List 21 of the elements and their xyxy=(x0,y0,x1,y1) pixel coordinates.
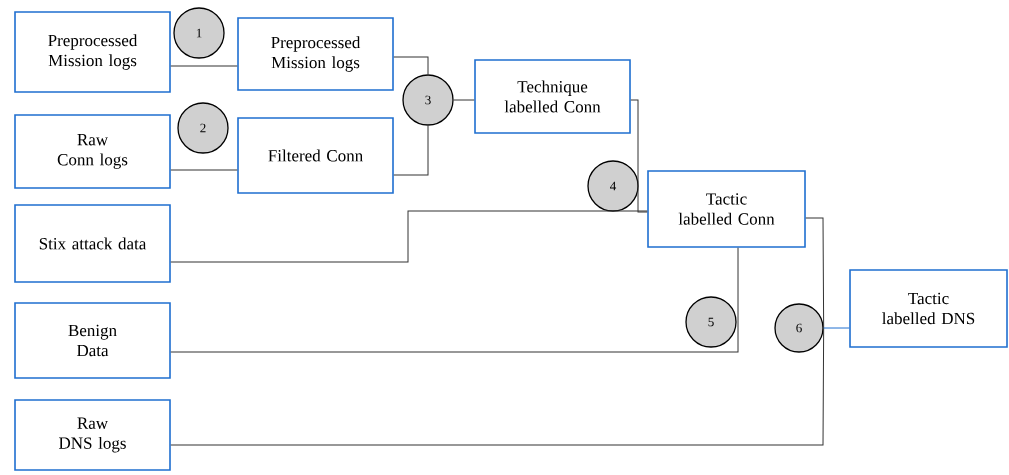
process-box: Raw Conn logs xyxy=(14,114,171,189)
connector-line xyxy=(393,56,429,75)
process-box: Technique labelled Conn xyxy=(474,59,631,134)
connector-line xyxy=(170,247,739,353)
process-box: Preprocessed Mission logs xyxy=(237,17,394,91)
process-box: Stix attack data xyxy=(14,204,171,283)
connector-line xyxy=(823,327,850,329)
connector-line xyxy=(170,210,648,263)
connector-line xyxy=(453,99,475,101)
connector-line xyxy=(170,65,238,67)
connector-line xyxy=(393,125,429,176)
connector-line xyxy=(170,327,825,446)
process-box: Tactic labelled DNS xyxy=(849,269,1008,348)
process-box: Preprocessed Mission logs xyxy=(14,11,171,93)
process-box: Raw DNS logs xyxy=(14,399,171,471)
process-box: Tactic labelled Conn xyxy=(647,170,806,248)
connector-line xyxy=(170,169,238,171)
process-box: Filtered Conn xyxy=(237,117,394,194)
connector-line xyxy=(805,217,825,329)
connector-line xyxy=(630,99,648,213)
process-box: Benign Data xyxy=(14,302,171,379)
